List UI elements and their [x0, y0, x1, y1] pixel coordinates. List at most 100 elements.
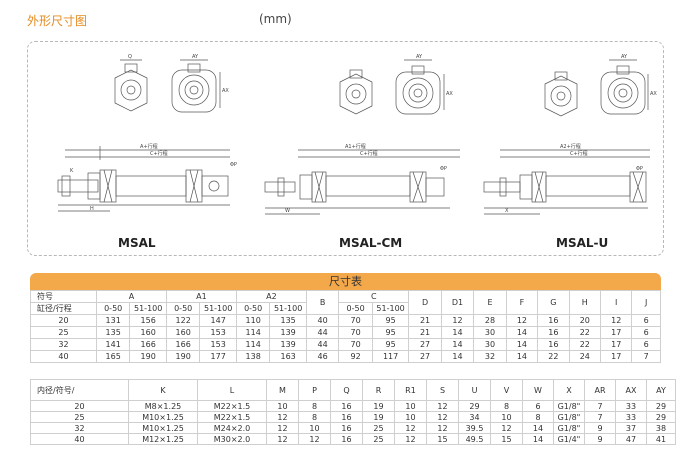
table-cell: G1/8" — [553, 422, 585, 434]
msal-u-end-view-hex — [544, 71, 578, 117]
dim-label: H — [90, 206, 94, 212]
subheader: 51-100 — [269, 302, 307, 315]
header-j: J — [631, 290, 661, 315]
table-cell: 15 — [426, 433, 459, 445]
table-cell: 153 — [199, 338, 237, 351]
table-cell: M10×1.25 — [128, 411, 198, 423]
table-cell: 39.5 — [458, 422, 491, 434]
technical-drawings: AY AX Q AY AX AY AX A+行程 C+行程 ΦP K H A1+… — [57, 54, 657, 215]
table-cell: M8×1.25 — [128, 400, 198, 412]
table-cell: 14 — [522, 422, 554, 434]
table-title: 尺寸表 — [30, 273, 661, 290]
table-cell: 33 — [615, 411, 647, 423]
header-a2: A2 — [235, 290, 307, 303]
header-b: B — [305, 290, 340, 315]
table-header-cell: P — [298, 379, 331, 401]
dim-label: X — [505, 208, 509, 214]
table-cell: 21 — [408, 326, 442, 339]
table-cell: 138 — [235, 350, 271, 363]
table-cell: M30×2.0 — [197, 433, 267, 445]
table-cell: 25 — [362, 433, 395, 445]
header-symbol: 符号 — [30, 290, 97, 303]
table-cell: G1/8" — [553, 400, 585, 412]
table-cell: 12 — [426, 400, 459, 412]
dim-label: A2+行程 — [560, 143, 581, 150]
table-cell: 22 — [537, 350, 570, 363]
dim-label: C+行程 — [570, 150, 588, 157]
table-cell: 153 — [199, 326, 237, 339]
header-e: E — [473, 290, 507, 315]
table-cell: 7 — [584, 411, 616, 423]
table-cell: 19 — [362, 400, 395, 412]
dim-label: K — [70, 168, 74, 174]
table-header-cell: X — [553, 379, 585, 401]
msal-u-end-view-round — [600, 59, 649, 115]
dim-label: AY — [192, 54, 199, 60]
header-a: A — [95, 290, 167, 303]
table-cell: 6 — [631, 326, 661, 339]
dim-label: C+行程 — [150, 150, 168, 157]
table-cell: 95 — [371, 338, 410, 351]
table-cell: 32 — [30, 422, 129, 434]
table-header-cell: U — [458, 379, 491, 401]
msal-cm-end-view-hex — [339, 69, 373, 115]
unit-label: (mm) — [259, 12, 292, 26]
dim-label: AX — [222, 88, 229, 94]
table-cell: 27 — [408, 338, 442, 351]
table-cell: 9 — [584, 422, 616, 434]
table-cell: 29 — [646, 400, 676, 412]
header-h: H — [568, 290, 602, 315]
dim-label: C+行程 — [360, 150, 378, 157]
table-cell: 15 — [490, 433, 523, 445]
model-label-msal-u: MSAL-U — [556, 236, 609, 250]
model-label-msal-cm: MSAL-CM — [339, 236, 403, 250]
table-header-cell: R1 — [394, 379, 427, 401]
table-cell: 17 — [600, 338, 633, 351]
table-cell: 139 — [269, 326, 307, 339]
subheader: 0-50 — [95, 302, 131, 315]
table-cell: 25 — [30, 411, 129, 423]
table-cell: 160 — [165, 326, 201, 339]
table-cell: 70 — [338, 314, 373, 327]
table-cell: 27 — [408, 350, 442, 363]
table-cell: 139 — [269, 338, 307, 351]
table-cell: 12 — [426, 422, 459, 434]
table-cell: 29 — [646, 411, 676, 423]
msal-cm-side-view — [264, 149, 460, 215]
table-cell: 166 — [165, 338, 201, 351]
table-cell: 95 — [371, 314, 410, 327]
table-cell: 12 — [394, 422, 427, 434]
table-cell: 156 — [129, 314, 167, 327]
table-cell: 14 — [505, 326, 539, 339]
table-cell: 10 — [394, 400, 427, 412]
table-cell: 165 — [95, 350, 131, 363]
table-header-cell: AY — [646, 379, 676, 401]
table-cell: 95 — [371, 326, 410, 339]
header-g: G — [537, 290, 570, 315]
table-cell: G1/8" — [553, 411, 585, 423]
table-cell: 8 — [298, 411, 331, 423]
table-cell: 166 — [129, 338, 167, 351]
header-d: D — [408, 290, 442, 315]
table-header-cell: 内径/符号/ — [30, 379, 129, 401]
table-header-cell: M — [266, 379, 299, 401]
table-cell: 14 — [440, 326, 475, 339]
table-cell: 114 — [235, 326, 271, 339]
table-cell: 12 — [394, 433, 427, 445]
table-cell: 10 — [394, 411, 427, 423]
table-cell: 16 — [330, 433, 363, 445]
table-cell: 14 — [505, 338, 539, 351]
header-f: F — [505, 290, 539, 315]
msal-end-view-hex — [114, 59, 148, 112]
table-cell: 10 — [266, 400, 299, 412]
table-cell: 6 — [631, 314, 661, 327]
table-cell: 160 — [129, 326, 167, 339]
model-label-msal: MSAL — [118, 236, 156, 250]
table-cell: 20 — [568, 314, 602, 327]
table-cell: M10×1.25 — [128, 422, 198, 434]
